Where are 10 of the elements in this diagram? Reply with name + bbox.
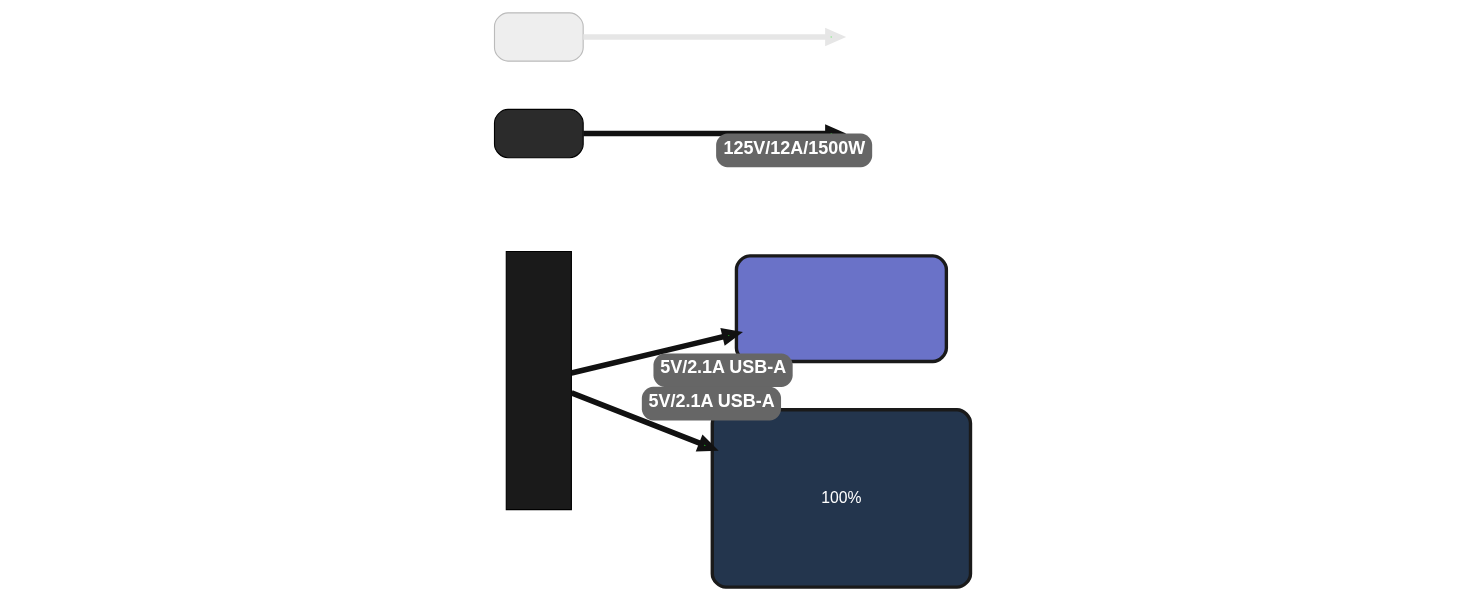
node-box — [493, 12, 584, 62]
edge-label: 125V/12A/1500W — [722, 137, 865, 158]
node-box: 100% — [710, 408, 972, 589]
edge-label: 5V/2.1A USB-A — [648, 390, 775, 411]
arrow — [582, 27, 846, 47]
arrow — [570, 327, 743, 376]
node-box — [505, 250, 572, 511]
node-box — [493, 108, 584, 159]
edge-label: 5V/2.1A USB-A — [659, 357, 786, 378]
arrow — [570, 390, 719, 452]
